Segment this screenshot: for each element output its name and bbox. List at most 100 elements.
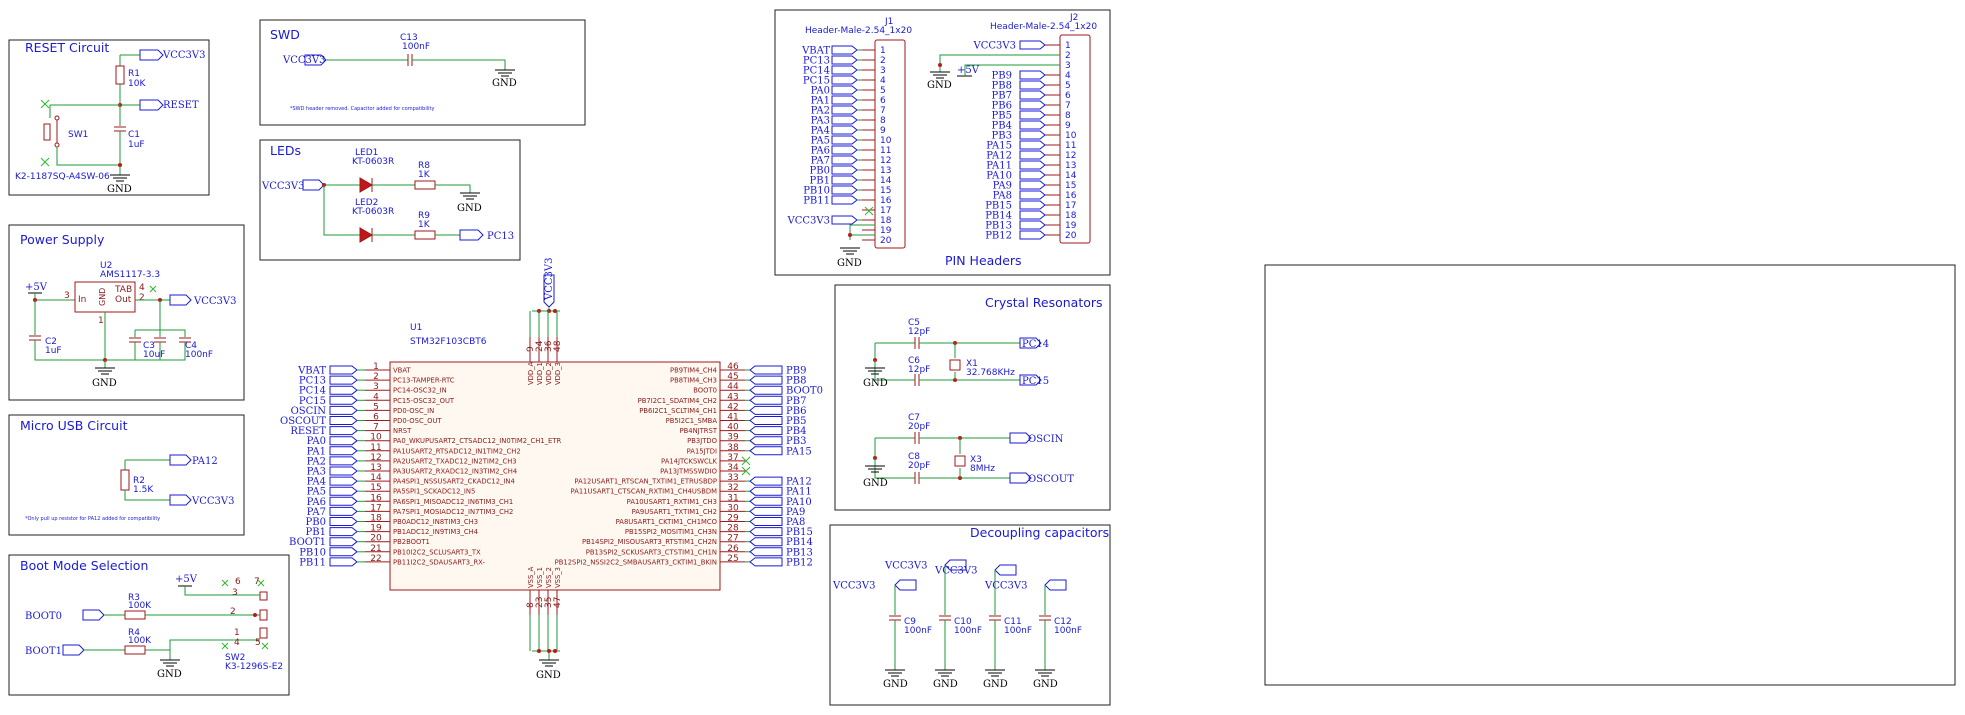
mcu-left-net-label: PA5 [307,487,326,498]
c13-ref: C13 [400,33,418,43]
x1-value: 32.768KHz [966,368,1015,378]
reset-vcc-label-arrow [139,49,164,61]
u2-in: In [78,295,86,305]
c7-value: 20pF [908,422,930,432]
mcu-left-net-label: PB11 [299,557,326,568]
mcu-bottom-pin-name: VSS_1 [536,567,544,588]
mcu-left-pin-name: PB10I2C2_SCLUSART3_TX [393,548,481,556]
c7-ref: C7 [908,413,920,423]
mcu-right-pin-num: 42 [727,402,738,412]
mcu-right-net-label: PB6 [786,406,806,417]
r2-value: 1.5K [133,485,154,495]
j1-body [874,39,906,249]
decoupling-cap-ref: C12 [1054,617,1072,627]
mcu-right-pin-name: PA11USART1_CTSCAN_RXTIM1_CH4USBDM [571,488,718,496]
decoupling-vcc-label: VCC3V3 [984,581,1027,592]
j2-net-label: PB5 [992,111,1012,122]
sw1-ref: SW1 [68,130,88,140]
mcu-right-net-label: PA12 [786,477,812,488]
j1-pin-num: 3 [880,66,886,76]
mcu-right-pin-num: 34 [727,463,739,473]
mcu-right-pin-name: PA13JTMSSWDIO [660,468,717,476]
mcu-right-pin-num: 30 [727,503,739,513]
mcu-left-pin-num: 3 [373,382,379,392]
c1-ref: C1 [128,130,140,140]
mcu-bottom-pin-name: VSS_A [527,566,535,588]
mcu-right-pin-name: PB15SPI2_MOSITIM1_CH3N [625,528,717,536]
c8-ref: C8 [908,452,920,462]
led1-part: KT-0603R [352,157,394,167]
j2-pin-num: 14 [1065,171,1077,181]
decoupling-gnd-label: GND [1033,679,1058,690]
j2-net-label: PA10 [986,171,1012,182]
j1-net-label: PA4 [811,126,830,137]
x3-ref: X3 [970,455,982,465]
mcu-left-pin-num: 2 [373,372,379,382]
mcu-right-pin-name: BOOT0 [693,387,717,395]
c3-ref: C3 [143,341,155,351]
power-circuit: +5V 3 U2 AMS1117-3.3 In Out TAB GND 4 2 … [25,261,236,389]
decoupling-cap-value: 100nF [1004,626,1032,636]
j1-gnd-label: GND [837,258,862,269]
mcu-bottom-pin-name: VSS_3 [554,567,562,588]
j1-pin-num: 16 [880,196,892,206]
decoupling-gnd-label: GND [883,679,908,690]
j2-pin-num: 8 [1065,111,1071,121]
mcu-right-pin-name: PA9USART1_TXTIM1_CH2 [632,508,717,516]
reset-net-label: RESET [163,100,199,111]
mcu-left-pin-num: 17 [370,503,381,513]
mcu-left-pin-num: 6 [373,413,379,423]
led1-ref: LED1 [355,148,378,158]
mcu-right-pin-name: PB13SPI2_SCKUSART3_CTSTIM1_CH1N [586,548,717,556]
j2-net-label: PB8 [992,81,1012,92]
mcu-left-pin-name: VBAT [393,367,411,375]
mcu-right-pin-num: 45 [727,372,738,382]
j1-net-label: PA7 [811,156,830,167]
mcu-u1: U1 STM32F103CBT6 VCC3V3 9VDD_A24VDD_136V… [280,258,823,681]
power-section-title: Power Supply [20,232,105,247]
swd-vcc-label: VCC3V3 [282,55,325,66]
mcu-right-pin-name: PA15JTDI [687,447,717,455]
decoupling-section-frame [829,524,1111,706]
mcu-left-pin-num: 21 [370,544,381,554]
j1-pin-num: 19 [880,226,892,236]
mcu-right-net-label: PB7 [786,396,806,407]
leds-pc13-label: PC13 [487,231,514,242]
r1-value: 10K [128,79,146,89]
mcu-right-pin-name: PB6I2C1_SCLTIM4_CH1 [639,407,717,415]
usb-circuit: PA12 R2 1.5K VCC3V3 *Only pull up resist… [25,454,234,522]
crystal-pc14-label: PC14 [1022,339,1049,350]
mcu-left-net-label: PB10 [299,547,326,558]
mcu-left-pin-name: PA4SPI1_NSSUSART2_CKADC12_IN4 [393,478,515,486]
title-block-frame [1264,264,1956,686]
c6-ref: C6 [908,356,920,366]
j2-pin-num: 13 [1065,161,1076,171]
j2-net-label: VCC3V3 [973,41,1016,52]
mcu-right-net-label: PA8 [786,517,805,528]
r4-value: 100K [128,636,152,646]
mcu-right-pin-name: PA12USART1_RTSCAN_TXTIM1_ETRUSBDP [574,478,717,486]
mcu-left-pin-name: PB11I2C2_SDAUSART3_RX- [393,558,485,566]
j2-net-label: PA15 [986,141,1012,152]
mcu-left-pin-num: 1 [373,362,379,372]
sw2-pin6: 6 [235,577,241,587]
mcu-right-pin-name: PA10USART1_RXTIM1_CH3 [627,498,717,506]
leds-gnd-label: GND [457,203,482,214]
r4-ref: R4 [128,628,140,638]
crystal-pc15-label: PC15 [1022,376,1049,387]
mcu-right-pin-name: PB5I2C1_SMBA [666,417,718,425]
mcu-ref: U1 [410,323,422,333]
j1-pin-num: 12 [880,156,891,166]
j2-pin-num: 6 [1065,91,1071,101]
mcu-right-pin-num: 32 [727,483,738,493]
j2-pin-num: 3 [1065,61,1071,71]
usb-note: *Only pull up resistor for PA12 added fo… [25,516,160,522]
j2-pin-num: 9 [1065,121,1071,131]
mcu-left-pin-num: 7 [373,423,379,433]
j1-pin-num: 10 [880,136,892,146]
mcu-left-net-label: PA2 [307,456,326,467]
r2-ref: R2 [133,476,145,486]
usb-section-frame [8,414,245,536]
j1-net-label: VCC3V3 [787,216,830,227]
mcu-right-pin-num: 25 [727,554,738,564]
